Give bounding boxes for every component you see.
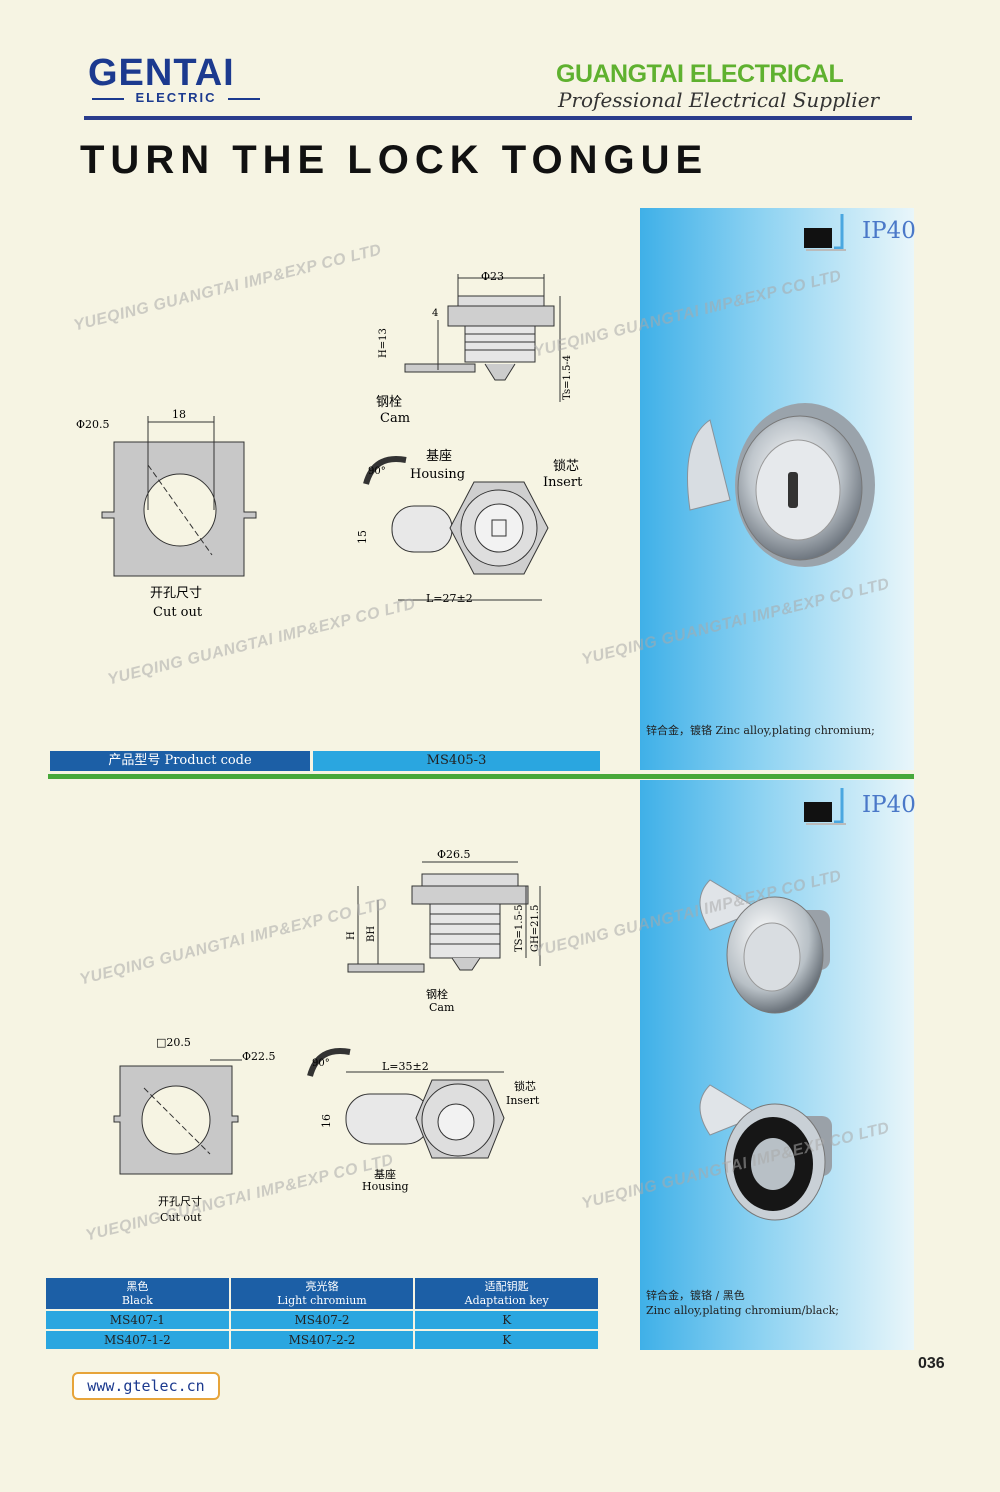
table-cell: K: [415, 1311, 599, 1329]
housing-label-cn: 基座: [426, 449, 452, 464]
ip-rating-text: IP40: [862, 218, 916, 244]
housing-label-en: Housing: [362, 1180, 409, 1193]
table-cell: MS407-2: [230, 1311, 414, 1329]
company-logo: GENTAI ELECTRIC: [88, 52, 268, 112]
cam-label-cn: 钢栓: [376, 395, 402, 410]
h-dim: H=13: [378, 328, 389, 358]
product-code-value: MS405-3: [313, 751, 600, 771]
rotate-90-icon: 90°: [363, 456, 407, 485]
enclosure-icon: [804, 214, 846, 251]
product1-technical-drawing: Φ23 4 H=13 Ts=1.5-4 钢栓 Cam 18 Φ20.5 开孔尺寸…: [76, 270, 583, 620]
section-divider: [48, 774, 914, 779]
cutout-drawing: [101, 416, 257, 577]
logo-text: GENTAI: [88, 52, 235, 94]
page-title: TURN THE LOCK TONGUE: [80, 138, 709, 182]
housing-label-cn: 基座: [374, 1167, 396, 1181]
cutout-square-dim: □20.5: [156, 1036, 191, 1049]
side-view-drawing: [404, 274, 561, 402]
rotate-90-icon: 90°: [307, 1048, 351, 1077]
side-view-drawing: [347, 861, 541, 973]
cutout-drawing: [113, 1059, 242, 1175]
cutout-width-dim: 18: [172, 408, 186, 421]
cam-label-en: Cam: [380, 411, 410, 426]
product2-photo-panel: [640, 780, 914, 1350]
h-dim: H: [346, 931, 357, 940]
svg-text:90°: 90°: [368, 466, 386, 477]
insert-label-en: Insert: [543, 475, 583, 490]
ts-dim: TS=1.5-5: [514, 904, 525, 952]
product2-chrome-photo: [699, 879, 830, 1014]
product2-material-line2: Zinc alloy,plating chromium/black;: [646, 1304, 839, 1317]
width-15-dim: 15: [356, 530, 369, 544]
cutout-label-en: Cut out: [160, 1211, 202, 1224]
table-cell: MS407-1-2: [46, 1331, 229, 1349]
product2-material-line1: 锌合金，镀铬 / 黑色: [646, 1289, 745, 1302]
front-view-drawing: [345, 1071, 505, 1159]
top-width-dim: Φ23: [481, 270, 504, 283]
top-height-dim: 4: [432, 308, 438, 319]
table-cell: MS407-1: [46, 1311, 229, 1329]
cutout-diameter-dim: Φ22.5: [242, 1050, 276, 1063]
cutout-label-cn: 开孔尺寸: [150, 586, 202, 601]
product1-photo: [687, 403, 875, 567]
product-code-bar: 产品型号 Product code MS405-3: [50, 751, 600, 771]
table-cell: MS407-2-2: [230, 1331, 414, 1349]
cutout-label-cn: 开孔尺寸: [158, 1194, 202, 1208]
cam-label-cn: 钢栓: [426, 987, 448, 1001]
website-link[interactable]: www.gtelec.cn: [72, 1372, 220, 1400]
enclosure-icon: [804, 788, 846, 825]
product2-technical-drawing: Φ26.5 H BH TS=1.5-5 GH=21.5 钢栓 Cam □20.5…: [113, 848, 541, 1224]
table-row: MS407-1-2 MS407-2-2 K: [46, 1331, 599, 1349]
length-dim: L=35±2: [382, 1060, 429, 1073]
length-dim: L=27±2: [426, 592, 473, 605]
company-tagline: Professional Electrical Supplier: [558, 88, 880, 112]
company-name: GUANGTAI ELECTRICAL: [556, 60, 844, 88]
bh-dim: BH: [366, 926, 377, 942]
product1-material: 锌合金，镀铬 Zinc alloy,plating chromium;: [646, 724, 875, 737]
insert-label-cn: 锁芯: [514, 1079, 536, 1093]
ip-rating-badge: IP40: [804, 210, 916, 258]
cutout-diameter-dim: Φ20.5: [76, 418, 110, 431]
product-code-label: 产品型号 Product code: [50, 751, 310, 771]
top-width-dim: Φ26.5: [437, 848, 471, 861]
logo-subtext: ELECTRIC: [92, 90, 260, 105]
header-divider: [84, 116, 912, 120]
width-16-dim: 16: [320, 1114, 333, 1128]
ts-dim: Ts=1.5-4: [562, 355, 573, 400]
front-view-drawing: [391, 481, 549, 601]
product2-black-photo: [699, 1084, 832, 1221]
ip-rating-badge: IP40: [804, 784, 916, 832]
insert-label-cn: 锁芯: [553, 458, 579, 474]
svg-text:90°: 90°: [312, 1058, 330, 1069]
insert-label-en: Insert: [506, 1094, 540, 1107]
table-row: MS407-1 MS407-2 K: [46, 1311, 599, 1329]
cam-label-en: Cam: [429, 1001, 455, 1014]
page-number: 036: [918, 1355, 945, 1372]
cutout-label-en: Cut out: [153, 605, 203, 620]
table-cell: K: [415, 1331, 599, 1349]
housing-label-en: Housing: [410, 467, 465, 482]
gh-dim: GH=21.5: [530, 905, 541, 952]
ip-rating-text: IP40: [862, 792, 916, 818]
